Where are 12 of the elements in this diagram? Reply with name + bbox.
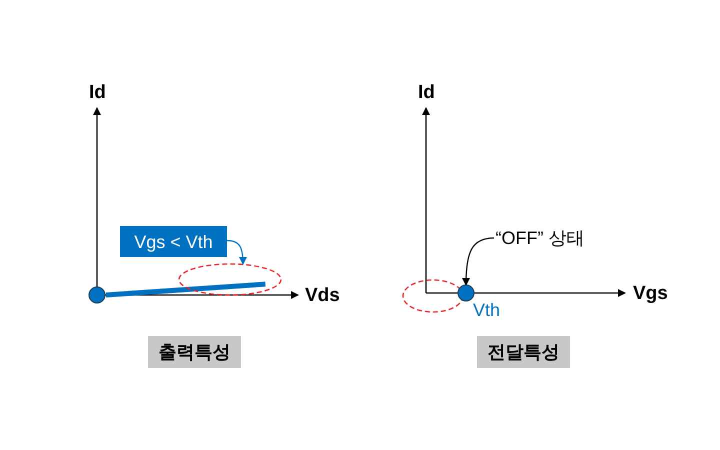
axis-label: Vds	[305, 286, 340, 305]
arrow	[226, 240, 247, 265]
arrow	[462, 237, 494, 286]
callout-box: Vgs < Vth	[120, 226, 227, 257]
caption-box: 출력특성	[148, 336, 241, 368]
axis-label: Id	[418, 83, 435, 102]
caption-box: 전달특성	[477, 336, 570, 368]
axis-label: Id	[89, 83, 106, 102]
characteristic-line	[106, 282, 266, 298]
axis-value-label: Vth	[473, 301, 500, 319]
callout-text: “OFF” 상태	[494, 226, 586, 250]
axis-label: Vgs	[633, 284, 668, 303]
